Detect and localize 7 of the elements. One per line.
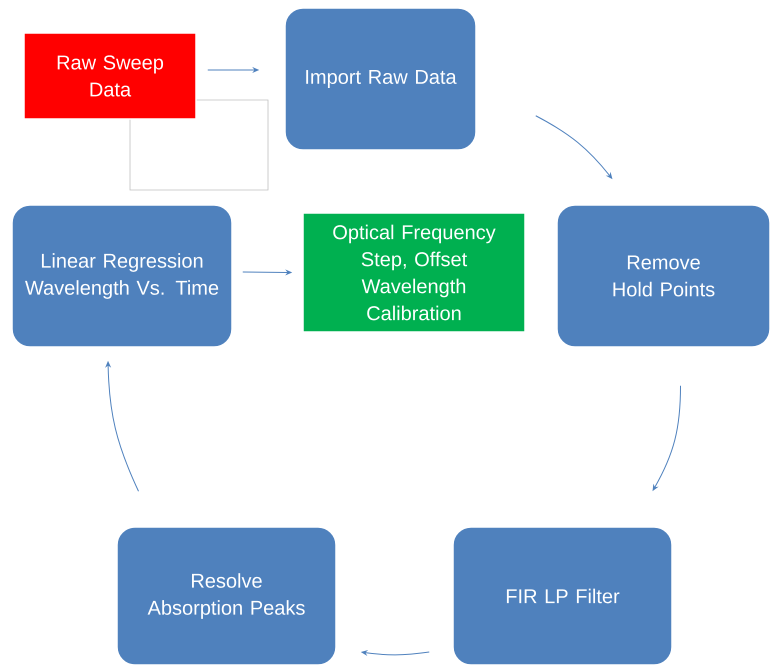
process-box: Import Raw Data — [284, 7, 477, 151]
process-box: Remove Hold Points — [556, 204, 770, 348]
process-box: Raw Sweep Data — [23, 32, 197, 120]
process-box: FIR LP Filter — [452, 526, 673, 666]
process-box: Resolve Absorption Peaks — [116, 526, 337, 666]
process-box: Linear Regression Wavelength Vs. Time — [11, 204, 233, 348]
process-box: Optical Frequency Step, Offset Wavelength Calibration — [302, 212, 526, 333]
